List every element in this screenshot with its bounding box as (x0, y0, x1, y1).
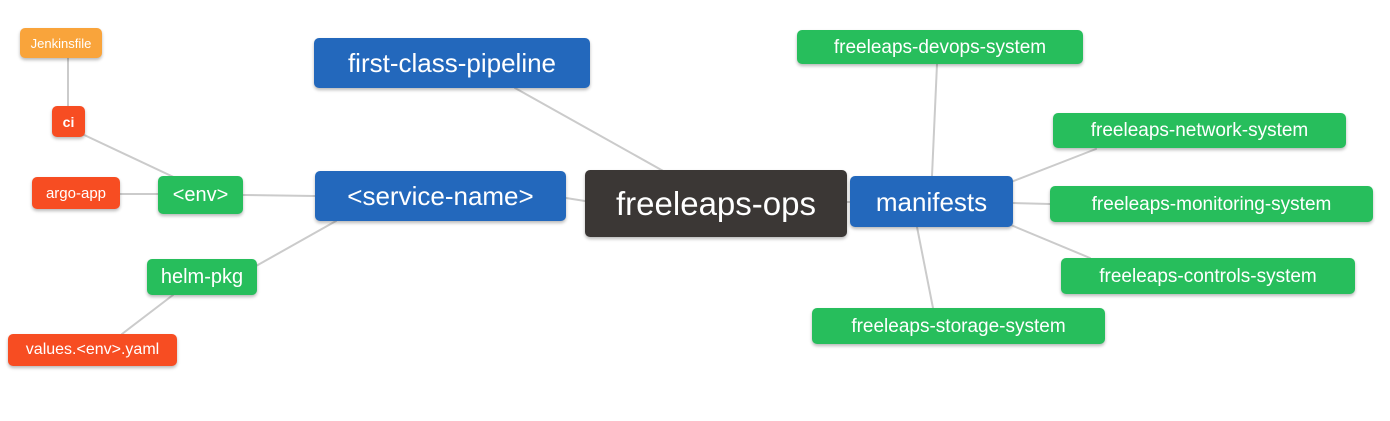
node-env[interactable]: <env> (158, 176, 243, 214)
node-manifests[interactable]: manifests (850, 176, 1013, 227)
edge-manifests-storage (916, 226, 934, 309)
node-freeleaps-network-system[interactable]: freeleaps-network-system (1053, 113, 1346, 148)
node-ci[interactable]: ci (52, 106, 85, 137)
node-first-class-pipeline[interactable]: first-class-pipeline (314, 38, 590, 88)
node-freeleaps-storage-system[interactable]: freeleaps-storage-system (812, 308, 1105, 344)
node-freeleaps-monitoring-system[interactable]: freeleaps-monitoring-system (1050, 186, 1373, 222)
node-argo-app[interactable]: argo-app (32, 177, 120, 209)
edge-service-name-freeleaps-ops (565, 197, 586, 202)
node-freeleaps-ops[interactable]: freeleaps-ops (585, 170, 847, 237)
edge-manifests-network (1010, 148, 1097, 183)
edge-manifests-monitoring (1012, 202, 1051, 205)
edge-ci-env (79, 132, 183, 182)
node-freeleaps-controls-system[interactable]: freeleaps-controls-system (1061, 258, 1355, 294)
edge-service-name-helm-pkg (255, 220, 337, 267)
edge-pipeline-freeleaps-ops (514, 87, 666, 173)
edge-manifests-controls (1005, 222, 1091, 259)
node-helm-pkg[interactable]: helm-pkg (147, 259, 257, 295)
node-service-name[interactable]: <service-name> (315, 171, 566, 221)
edge-env-service-name (242, 194, 316, 197)
edge-helm-pkg-values (121, 294, 174, 335)
edge-manifests-devops (931, 63, 938, 177)
node-jenkinsfile[interactable]: Jenkinsfile (20, 28, 102, 58)
node-freeleaps-devops-system[interactable]: freeleaps-devops-system (797, 30, 1083, 64)
node-values-env-yaml[interactable]: values.<env>.yaml (8, 334, 177, 366)
